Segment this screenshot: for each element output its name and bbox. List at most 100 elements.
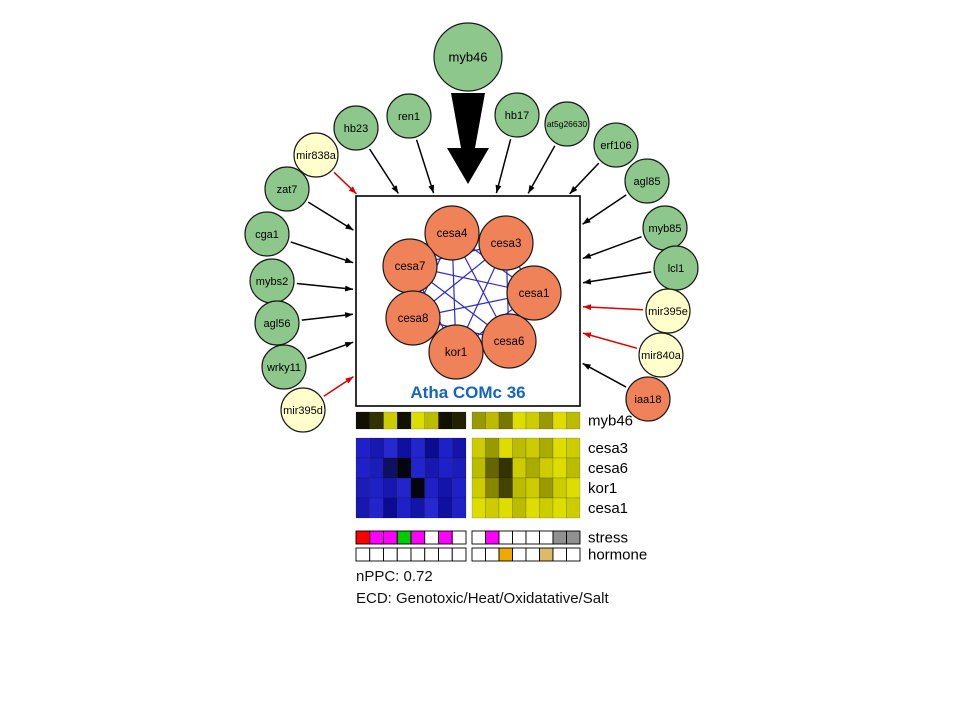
heatmap-cell-hormone-left-0: [355, 547, 371, 562]
heatmap-cell-kor1-left-4: [410, 477, 425, 499]
heatmap-cell-kor1-right-2: [498, 477, 513, 499]
heatmap-cell-myb46-right-3: [512, 411, 527, 430]
regulation-arrow-hb17: [495, 138, 512, 194]
regulation-arrow-ren1: [415, 139, 435, 194]
node-ren1: ren1: [386, 93, 432, 139]
node-hb17: hb17: [494, 92, 540, 138]
node-circle-wrky11: [261, 344, 307, 390]
heatmap-cell-kor1-right-5: [539, 477, 554, 499]
heatmap-cell-myb46-right-1: [485, 411, 500, 430]
node-circle-ren1: [386, 93, 432, 139]
heatmap-cell-kor1-right-7: [566, 477, 581, 499]
heatmap-cell-cesa6-right-7: [566, 457, 581, 479]
heatmap-cell-cesa1-left-3: [397, 497, 412, 519]
node-circle-kor1: [428, 324, 484, 380]
node-circle-mybs2: [249, 258, 295, 304]
heatmap-cell-cesa3-left-4: [410, 437, 425, 459]
regulation-arrow-lcl1: [582, 271, 652, 285]
heatmap-row-label-cesa6: cesa6: [588, 460, 628, 477]
module-title: Atha COMc 36: [410, 383, 525, 402]
regulation-arrow-mir395d: [323, 376, 354, 397]
node-circle-cesa1: [506, 265, 562, 321]
heatmap-row-label-kor1: kor1: [588, 480, 617, 497]
heatmap-cell-stress-left-3: [396, 530, 412, 545]
node-lcl1: lcl1: [653, 245, 699, 291]
node-cesa1: cesa1: [506, 265, 562, 321]
heatmap-cell-cesa1-left-6: [438, 497, 453, 519]
heatmap-cell-cesa3-left-5: [424, 437, 439, 459]
heatmap-cell-cesa3-right-6: [552, 437, 567, 459]
heatmap-cell-cesa6-left-4: [410, 457, 425, 479]
heatmap-cell-hormone-right-3: [512, 547, 527, 562]
heatmap-cell-kor1-right-1: [485, 477, 500, 499]
heatmap-cell-kor1-right-6: [552, 477, 567, 499]
heatmap-cell-cesa6-left-7: [452, 457, 467, 479]
node-erf106: erf106: [593, 122, 639, 168]
node-circle-myb85: [642, 205, 688, 251]
node-circle-cesa3: [478, 215, 534, 271]
heatmap-cell-hormone-right-0: [471, 547, 486, 562]
heatmap-cell-stress-right-5: [539, 530, 554, 545]
heatmap-cell-stress-right-1: [485, 530, 500, 545]
node-circle-erf106: [593, 122, 639, 168]
heatmap-cell-cesa1-right-0: [471, 497, 486, 519]
heatmap-cell-cesa3-right-1: [485, 437, 500, 459]
regulation-arrow-at5g26630: [527, 145, 556, 194]
heatmap-cell-cesa3-right-4: [525, 437, 540, 459]
heatmap-cell-myb46-right-0: [471, 411, 486, 430]
heatmap-cell-hormone-right-5: [539, 547, 554, 562]
heatmap-cell-cesa6-right-6: [552, 457, 567, 479]
heatmap-cell-cesa6-left-2: [383, 457, 398, 479]
heatmap-cell-cesa1-right-7: [566, 497, 581, 519]
node-circle-mir840a: [638, 332, 684, 378]
heatmap-cell-cesa3-left-0: [355, 437, 370, 459]
heatmap-row-label-stress: stress: [588, 530, 628, 547]
heatmap-cell-hormone-right-7: [566, 547, 581, 562]
heatmap-cell-stress-left-4: [410, 530, 426, 545]
node-circle-cga1: [244, 211, 290, 257]
regulation-arrow-mir840a: [582, 332, 638, 349]
heatmap-cell-cesa3-right-2: [498, 437, 513, 459]
heatmap-cell-cesa3-right-7: [566, 437, 581, 459]
heatmap-cell-myb46-left-4: [410, 411, 425, 430]
heatmap-cell-stress-left-5: [424, 530, 439, 545]
node-circle-cesa6: [481, 313, 537, 369]
node-agl56: agl56: [254, 300, 300, 346]
heatmap-cell-cesa1-right-2: [498, 497, 513, 519]
heatmap-cell-stress-left-0: [355, 530, 371, 545]
heatmap-cell-stress-left-1: [369, 530, 384, 545]
node-kor1: kor1: [428, 324, 484, 380]
heatmap-cell-hormone-left-7: [451, 547, 467, 562]
heatmap-cell-cesa3-left-6: [438, 437, 453, 459]
heatmap-cell-hormone-left-6: [438, 547, 453, 562]
node-mir838a: mir838a: [293, 132, 339, 178]
heatmap-cell-cesa3-left-2: [383, 437, 398, 459]
heatmap-cell-hormone-right-6: [552, 547, 567, 562]
heatmap-cell-myb46-right-4: [525, 411, 540, 430]
heatmap-cell-myb46-left-7: [452, 411, 467, 430]
regulation-arrow-wrky11: [307, 341, 354, 360]
regulation-arrow-iaa18: [582, 362, 627, 388]
heatmap-cell-hormone-right-4: [525, 547, 540, 562]
regulation-arrow-mybs2: [296, 282, 354, 292]
heatmap-cell-myb46-left-5: [424, 411, 439, 430]
regulation-arrow-mir395e: [582, 304, 644, 311]
heatmap-cell-cesa6-right-3: [512, 457, 527, 479]
node-circle-mir395d: [280, 387, 326, 433]
heatmap-cell-cesa1-right-6: [552, 497, 567, 519]
heatmap-cell-cesa3-left-7: [452, 437, 467, 459]
heatmap-cell-myb46-right-5: [539, 411, 554, 430]
heatmap-row-label-cesa1: cesa1: [588, 500, 628, 517]
node-circle-myb46: [433, 22, 503, 92]
node-hb23: hb23: [333, 105, 379, 151]
node-circle-zat7: [264, 166, 310, 212]
ecd-value: ECD: Genotoxic/Heat/Oxidatative/Salt: [356, 590, 609, 607]
node-mir840a: mir840a: [638, 332, 684, 378]
heatmap-cell-kor1-left-0: [355, 477, 370, 499]
node-at5g26630: at5g26630: [544, 101, 590, 147]
heatmap-cell-hormone-left-2: [383, 547, 398, 562]
heatmap-cell-cesa1-left-1: [369, 497, 384, 519]
node-myb46: myb46: [433, 22, 503, 92]
heatmap-cell-kor1-right-4: [525, 477, 540, 499]
